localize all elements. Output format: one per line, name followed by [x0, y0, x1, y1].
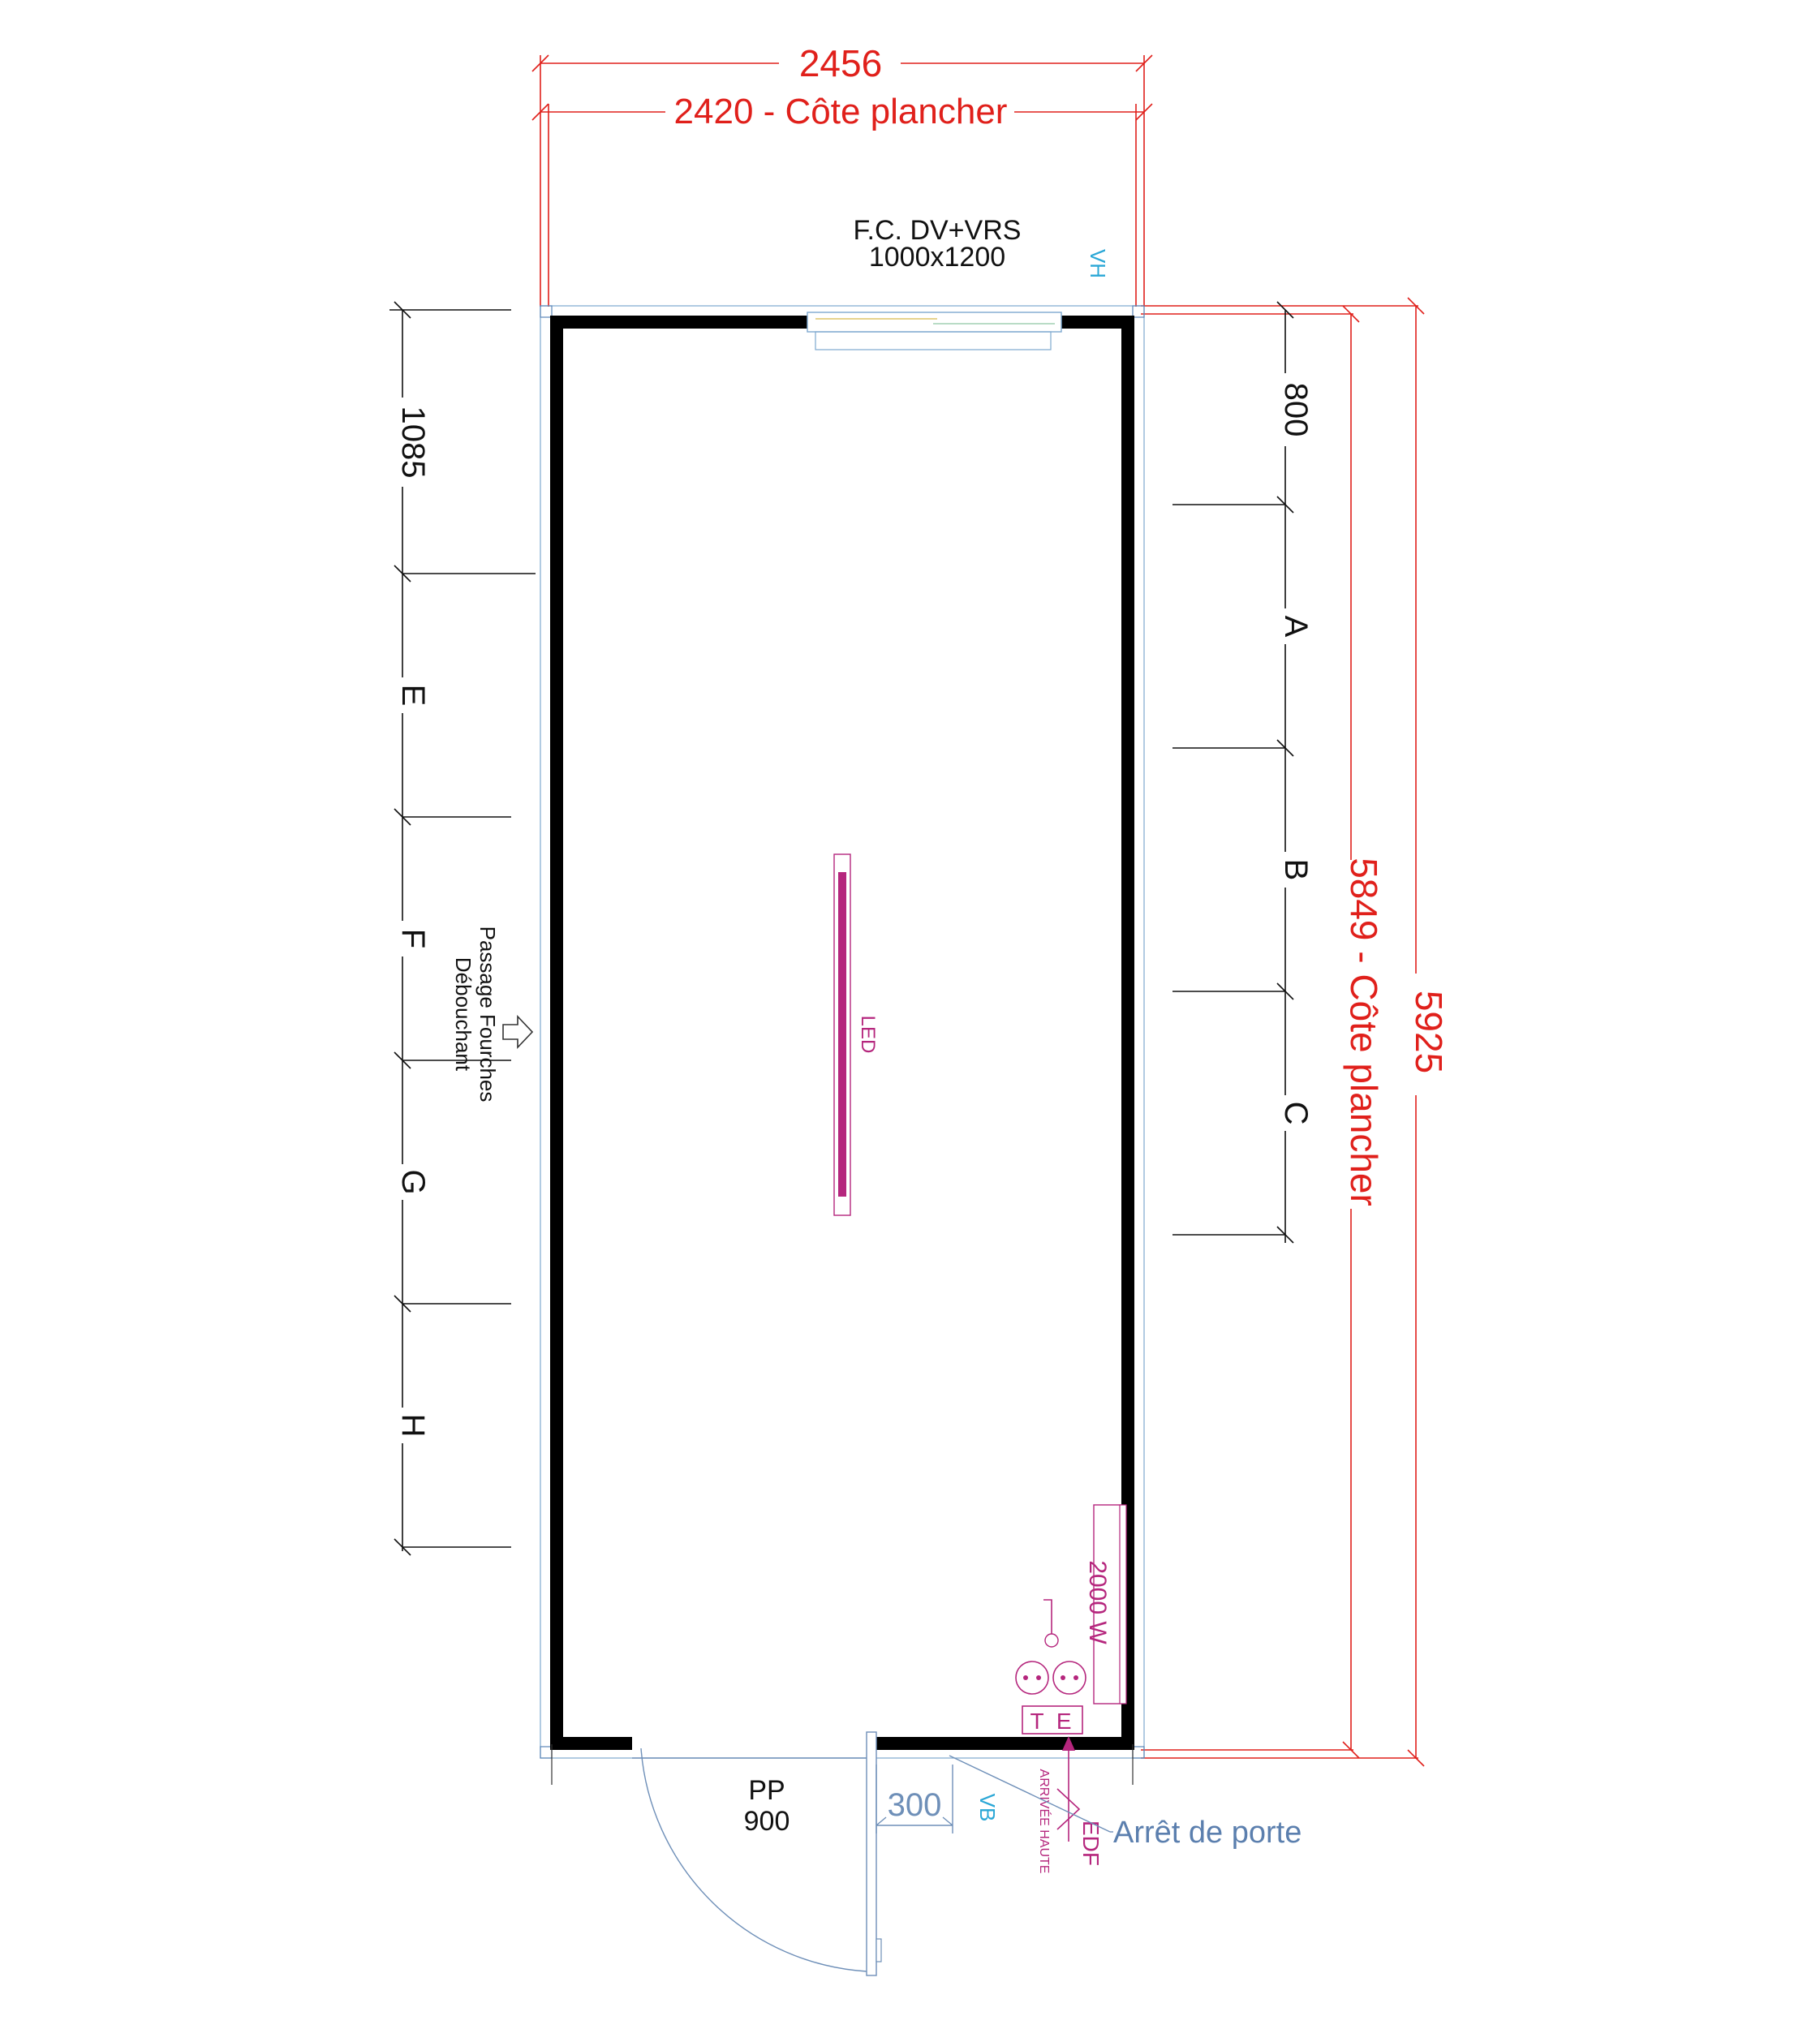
supply-note: ARRIVÉE HAUTE	[1037, 1769, 1052, 1874]
corner-post	[1132, 305, 1145, 318]
electrical-panel	[1022, 1705, 1083, 1735]
supply-arrow-icon	[1062, 1736, 1075, 1751]
door-label-line-1: PP	[748, 1775, 785, 1806]
overall-length-label: 5925	[1408, 991, 1450, 1073]
socket-icon	[1015, 1661, 1049, 1695]
floor-length-label: 5849 - Côte plancher	[1343, 858, 1385, 1206]
window-fc: F.C. DV+VRS 1000x1200	[807, 215, 1062, 350]
vent-bottom-label: VB	[975, 1794, 1000, 1822]
led-light: LED	[833, 853, 879, 1216]
right-first-span-label: 800	[1278, 383, 1314, 437]
corner-post	[540, 305, 553, 318]
overall-width-label: 2456	[799, 42, 882, 84]
corner-post	[540, 1746, 553, 1759]
window-shutter	[815, 331, 1052, 350]
heater-label: 2000 W	[1084, 1560, 1111, 1644]
right-label-b: B	[1278, 859, 1314, 881]
window-label-line-1: F.C. DV+VRS	[854, 215, 1022, 246]
socket-icon	[1052, 1661, 1086, 1695]
left-panel-dimensions: 1085 E F G H	[383, 301, 536, 1556]
right-label-c: C	[1278, 1102, 1314, 1125]
supply-label: EDF	[1078, 1821, 1104, 1866]
floor-width-label: 2420 - Côte plancher	[674, 92, 1008, 131]
door-swing-arc	[640, 1747, 867, 1972]
left-label-e: E	[395, 685, 431, 707]
window-frame	[807, 312, 1062, 333]
top-dimensions: 2456 2420 - Côte plancher	[531, 41, 1153, 307]
door-offset-label: 300	[888, 1787, 942, 1823]
right-panel-dimensions: 800 A B C	[1172, 301, 1314, 1244]
left-first-span-label: 1085	[395, 406, 431, 479]
door-handle	[876, 1938, 882, 1962]
left-label-h: H	[395, 1414, 431, 1438]
wall-left	[550, 316, 814, 1750]
led-label: LED	[857, 1016, 879, 1054]
door-stop-label: Arrêt de porte	[1113, 1816, 1302, 1850]
left-label-g: G	[395, 1169, 431, 1194]
forklift-arrow-icon	[502, 1014, 534, 1050]
electrical-equipment: 2000 W T E EDF ARRIVÉE HAUTE	[1015, 1504, 1127, 1874]
left-label-f: F	[395, 929, 431, 948]
door-stop-leader	[949, 1755, 1111, 1833]
forklift-line-1: Passage Fourches	[475, 926, 500, 1103]
led-tube	[838, 872, 846, 1197]
vent-top-label: VH	[1086, 249, 1110, 278]
door-leaf	[866, 1731, 877, 1976]
right-length-dimensions: 5925 5849 - Côte plancher	[1141, 297, 1450, 1767]
forklift-line-2: Débouchant	[451, 957, 475, 1072]
door-label-line-2: 900	[744, 1806, 790, 1837]
forklift-passage-note: Passage Fourches Débouchant	[451, 926, 534, 1103]
corner-post	[1132, 1746, 1145, 1759]
switch-icon	[1044, 1633, 1059, 1648]
led-fixture-outline	[833, 853, 851, 1216]
right-label-a: A	[1278, 616, 1314, 638]
electrical-panel-label: T E	[1030, 1709, 1074, 1734]
wall-right	[876, 316, 1134, 1750]
window-label-line-2: 1000x1200	[869, 242, 1005, 273]
entry-door: PP 900 300 VB Arrêt de porte	[632, 1731, 1302, 1976]
